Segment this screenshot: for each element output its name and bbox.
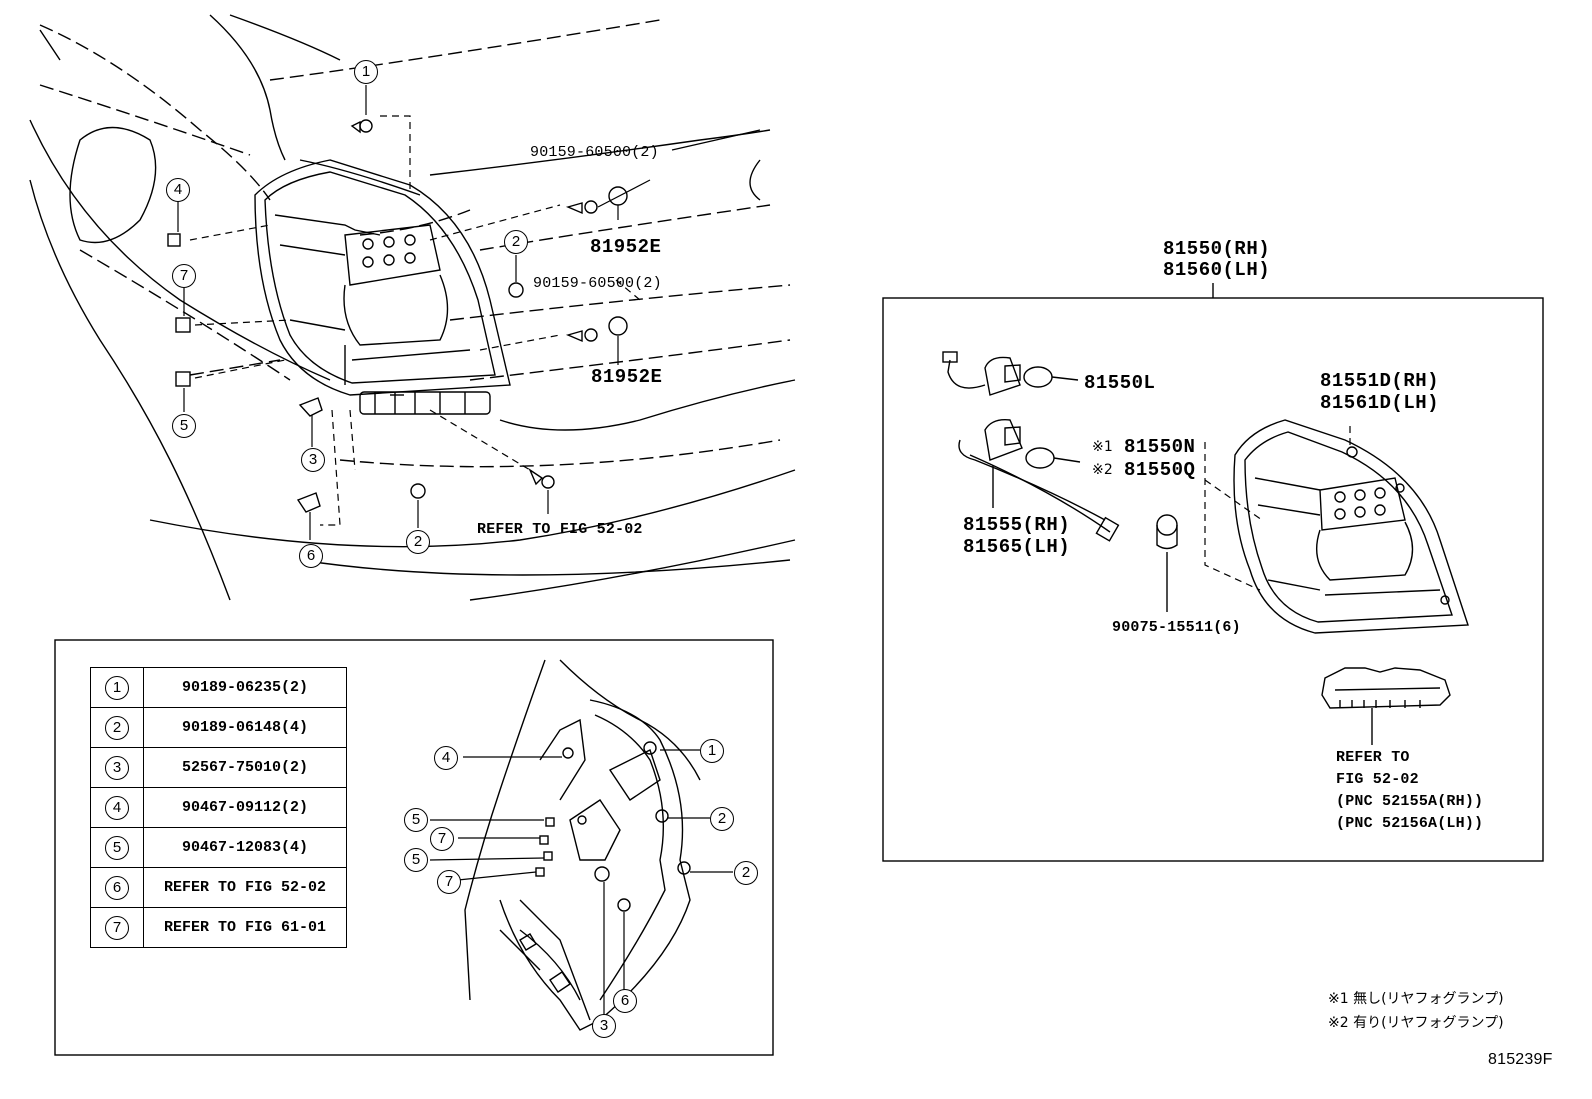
part-socket-l: 81550L (1084, 372, 1156, 394)
part-cap-upper: 81952E (590, 236, 662, 258)
diagram-id: 815239F (1488, 1051, 1553, 1068)
detail-callout-5b: 5 (404, 848, 428, 872)
note-1: ※1 無し(リヤフォグランプ) (1328, 991, 1504, 1007)
tail-lamp-main-drawing (254, 159, 511, 415)
refer-box-1: REFER TO (1336, 749, 1410, 766)
legend-part: REFER TO FIG 61-01 (143, 907, 347, 948)
part-lens-lh: 81561D(LH) (1320, 392, 1440, 414)
detail-callout-3: 3 (592, 1014, 616, 1038)
socket-wire-drawing (942, 351, 1178, 612)
detail-body-drawing (464, 659, 701, 1031)
legend-row: 3 52567-75010(2) (90, 747, 347, 788)
legend-part: REFER TO FIG 52-02 (143, 867, 347, 908)
part-socket-q: 81550Q (1124, 459, 1196, 481)
refer-box-2: FIG 52-02 (1336, 771, 1419, 788)
detail-callout-7a: 7 (430, 827, 454, 851)
assembly-leaders (189, 115, 641, 526)
detail-callout-2b: 2 (734, 861, 758, 885)
part-cap-lower: 81952E (591, 366, 663, 388)
lens-assembly-drawing (1233, 419, 1469, 634)
legend-num: 2 (105, 715, 129, 740)
legend-num: 6 (105, 875, 129, 900)
legend-num: 7 (105, 915, 129, 940)
legend-num: 4 (105, 795, 129, 820)
legend-part: 52567-75010(2) (143, 747, 347, 788)
legend-row: 4 90467-09112(2) (90, 787, 347, 828)
assy-rh: 81550(RH) (1163, 238, 1271, 260)
bracket-drawing (1321, 667, 1451, 745)
legend-num: 3 (105, 755, 129, 780)
part-lens-rh: 81551D(RH) (1320, 370, 1440, 392)
legend-part: 90189-06235(2) (143, 667, 347, 708)
legend-row: 7 REFER TO FIG 61-01 (90, 907, 347, 948)
lens-dashed (1204, 425, 1351, 591)
part-wire-lh: 81565(LH) (963, 536, 1071, 558)
detail-callout-2a: 2 (710, 807, 734, 831)
callout-3: 3 (301, 448, 325, 472)
refer-box-4: (PNC 52156A(LH)) (1336, 815, 1484, 832)
legend-row: 1 90189-06235(2) (90, 667, 347, 708)
body-panel-solid (29, 14, 796, 601)
callout-2-upper: 2 (504, 230, 528, 254)
detail-leaders (429, 749, 733, 1015)
assembly-frame (882, 297, 1544, 862)
part-wire-rh: 81555(RH) (963, 514, 1071, 536)
legend-part: 90467-09112(2) (143, 787, 347, 828)
part-socket-q-mark: ※2 (1092, 462, 1114, 478)
legend-table: 1 90189-06235(2) 2 90189-06148(4) 3 52567-7… (90, 667, 347, 948)
legend-row: 2 90189-06148(4) (90, 707, 347, 748)
callout-4: 4 (166, 178, 190, 202)
legend-part: 90189-06148(4) (143, 707, 347, 748)
detail-callout-1: 1 (700, 739, 724, 763)
part-screw-lower: 90159-60500(2) (533, 275, 662, 292)
note-2: ※2 有り(リヤフォグランプ) (1328, 1015, 1504, 1031)
legend-row: 5 90467-12083(4) (90, 827, 347, 868)
part-screw-upper: 90159-60500(2) (530, 144, 659, 161)
callout-2-lower: 2 (406, 530, 430, 554)
detail-callout-6: 6 (613, 989, 637, 1013)
detail-callout-7b: 7 (437, 870, 461, 894)
part-socket-n-mark: ※1 (1092, 439, 1114, 455)
legend-part: 90467-12083(4) (143, 827, 347, 868)
assy-lh: 81560(LH) (1163, 259, 1271, 281)
refer-box-3: (PNC 52155A(RH)) (1336, 793, 1484, 810)
label-leaders (177, 85, 761, 540)
refer-main: REFER TO FIG 52-02 (477, 521, 643, 538)
callout-5: 5 (172, 414, 196, 438)
legend-row: 6 REFER TO FIG 52-02 (90, 867, 347, 908)
legend-num: 5 (105, 835, 129, 860)
legend-num: 1 (105, 675, 129, 700)
detail-callout-4: 4 (434, 746, 458, 770)
callout-7: 7 (172, 264, 196, 288)
callout-6: 6 (299, 544, 323, 568)
callout-1: 1 (354, 60, 378, 84)
detail-frame (54, 639, 774, 1056)
part-socket-n: 81550N (1124, 436, 1196, 458)
part-bulb: 90075-15511(6) (1112, 619, 1241, 636)
detail-callout-5a: 5 (404, 808, 428, 832)
screw-glyphs (167, 119, 628, 513)
